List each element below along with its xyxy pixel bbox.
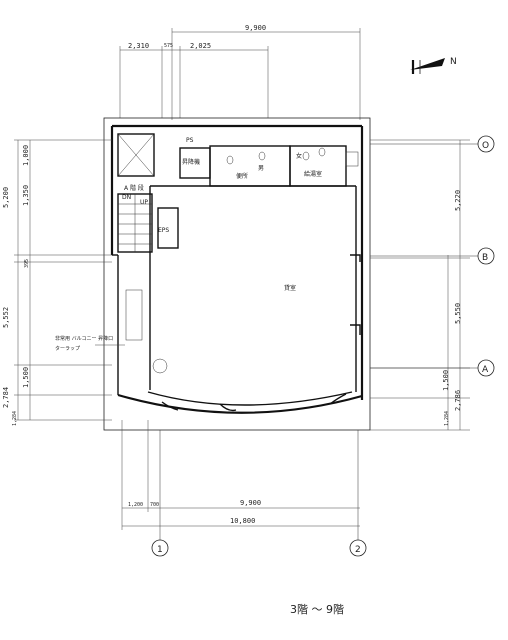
doors <box>125 254 361 412</box>
wc-label-1: 男 <box>258 165 264 172</box>
grid-row-b: B <box>370 247 495 265</box>
grid-label-1: 1 <box>157 545 163 555</box>
grid-col-1: 1 <box>151 430 169 557</box>
dim-bottom-inner: 9,900 <box>240 499 261 507</box>
dim-top-total: 9,900 <box>245 24 266 32</box>
grid-row-a: A <box>370 359 495 377</box>
dim-right-a: 5,220 <box>454 190 462 211</box>
dim-right-c: 1,500 <box>442 370 450 391</box>
dim-right-d: 2,786 <box>454 390 462 411</box>
dim-left-a: 5,200 <box>2 187 10 208</box>
balcony-annotation-sub: ターラップ <box>55 345 80 352</box>
grid-col-2: 2 <box>349 430 367 557</box>
core-area: A 階 段 DN UP EPS <box>117 133 179 253</box>
dim-bottom-left2: 700 <box>150 502 159 508</box>
grid-label-a: A <box>482 365 489 375</box>
left-dimensions: 5,200 1,000 1,350 395 5,552 1,500 2,784 … <box>2 139 112 426</box>
dim-right-b: 5,550 <box>454 303 462 324</box>
right-dimensions: 5,220 5,550 1,500 2,786 1,284 <box>370 139 470 431</box>
dim-right-e: 1,284 <box>444 411 450 426</box>
dim-bottom-total: 10,800 <box>230 517 255 525</box>
up-label: UP <box>140 199 148 206</box>
dim-bottom-left: 1,200 <box>128 502 143 508</box>
grid-label-2: 2 <box>355 545 361 555</box>
ps-label: PS <box>186 137 194 144</box>
balcony-annotation: 非常用 バルコニー 昇降口 <box>55 335 113 342</box>
dim-left-b: 395 <box>24 259 30 268</box>
toilet-label-2: 給湯室 <box>304 170 322 178</box>
elevator-room-label: 昇降機 <box>182 158 200 166</box>
top-dimensions: 9,900 2,310 575 2,025 <box>119 24 361 120</box>
stair-label: A 階 段 <box>124 184 144 192</box>
main-room-label: 貸室 <box>284 284 296 292</box>
building-outline <box>103 117 371 431</box>
dim-left-d: 1,500 <box>22 367 30 388</box>
eps-label: EPS <box>158 227 169 234</box>
north-arrow-icon: N <box>410 57 457 74</box>
north-label: N <box>450 57 457 67</box>
dim-top-left: 2,310 <box>128 42 149 50</box>
grid-label-b: B <box>482 253 488 263</box>
dim-top-mid: 575 <box>164 43 173 49</box>
service-rooms: 昇降機 PS 便所 給湯室 男 女 <box>179 137 359 187</box>
dim-top-right: 2,025 <box>190 42 211 50</box>
toilet-label-1: 便所 <box>236 172 248 180</box>
dim-left-a2: 1,350 <box>22 185 30 206</box>
dim-left-a1: 1,000 <box>22 145 30 166</box>
wc-label-2: 女 <box>296 152 302 160</box>
bottom-dimensions: 1,200 700 9,900 10,800 <box>121 420 360 530</box>
dn-label: DN <box>122 194 131 201</box>
floor-caption: 3階 ～ 9階 <box>290 602 344 616</box>
dim-left-f: 1,284 <box>12 411 18 426</box>
grid-label-o: O <box>482 141 489 151</box>
dim-left-c: 5,552 <box>2 307 10 328</box>
dim-left-e: 2,784 <box>2 387 10 408</box>
grid-row-o: O <box>370 135 495 153</box>
